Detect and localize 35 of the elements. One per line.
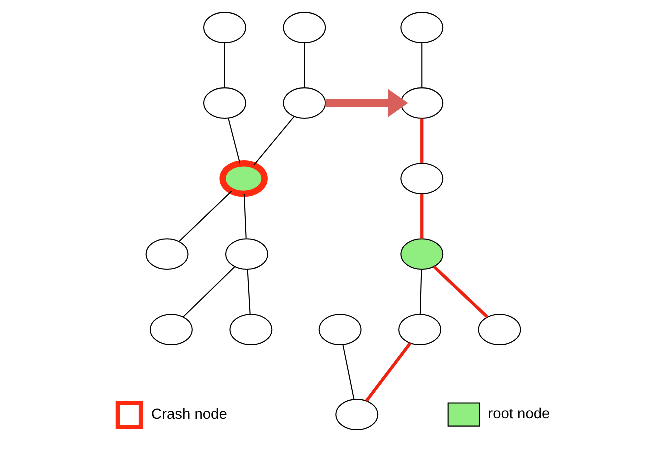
arrow: [326, 89, 408, 118]
node-ellipse: [220, 160, 268, 198]
legend-label: root node: [488, 406, 550, 423]
node-ellipse: [400, 12, 444, 44]
node-ellipse: [230, 314, 273, 346]
node-ellipse: [150, 314, 193, 346]
node-ellipse: [225, 238, 268, 270]
node-ellipse: [400, 163, 444, 195]
node-ellipse: [400, 88, 444, 120]
connector: [420, 118, 424, 164]
node-ellipse: [146, 238, 189, 270]
node-ellipse: [400, 238, 444, 270]
node-ellipse: [336, 399, 379, 431]
connector: [228, 118, 241, 164]
node-ellipse: [478, 314, 522, 346]
connector: [422, 43, 423, 88]
node-ellipse: [398, 314, 442, 346]
connector: [179, 190, 232, 242]
connector: [182, 266, 236, 318]
connector: [420, 194, 424, 239]
connector: [224, 43, 226, 88]
connector: [304, 43, 306, 88]
connector: [420, 270, 422, 314]
node-ellipse: [283, 88, 326, 120]
connector: [433, 266, 488, 318]
connector: [247, 270, 251, 314]
connector: [342, 344, 355, 400]
node-ellipse: [283, 12, 326, 44]
connector: [254, 116, 295, 166]
node-ellipse: [203, 88, 246, 120]
node-ellipse: [203, 12, 246, 44]
legend-label: Crash node: [152, 407, 228, 424]
node-ellipse: [318, 314, 362, 346]
connector: [366, 342, 412, 402]
connector: [244, 194, 247, 239]
